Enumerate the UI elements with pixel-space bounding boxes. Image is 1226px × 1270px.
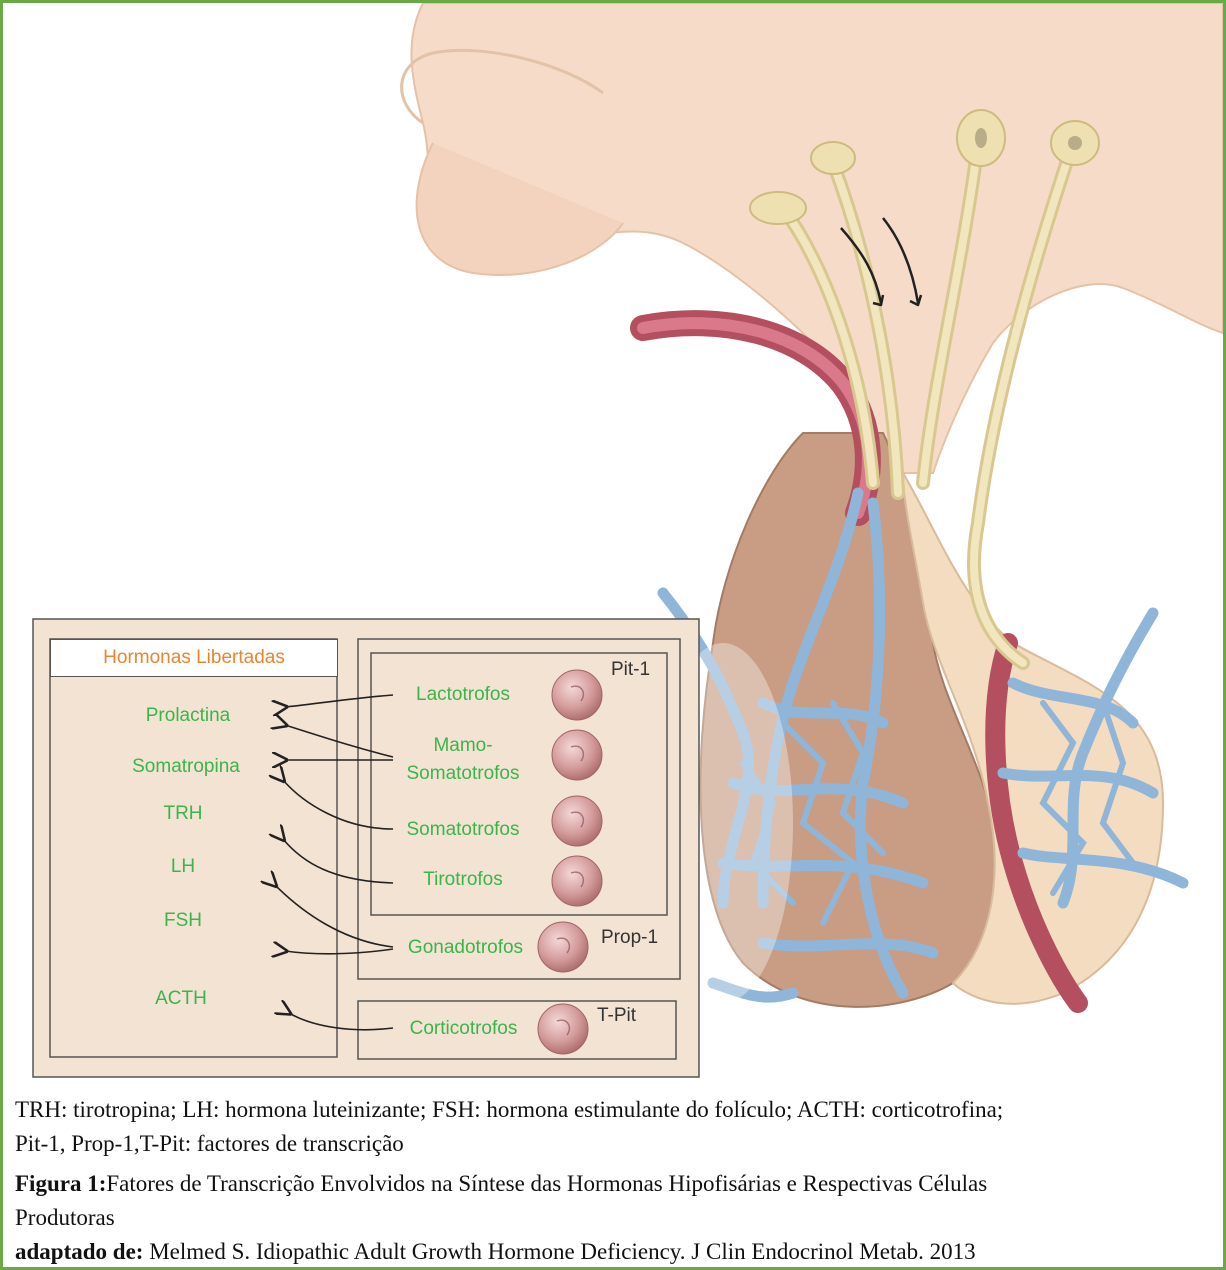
factor-prop1: Prop-1	[601, 927, 658, 949]
factor-pit1: Pit-1	[611, 659, 650, 681]
neuron-soma	[750, 192, 806, 224]
box-title: Hormonas Libertadas	[50, 639, 338, 677]
caption-abbreviations: TRH: tirotropina; LH: hormona luteinizan…	[15, 1097, 1003, 1123]
neuron-nucleus	[1068, 136, 1082, 150]
factor-tpit: T-Pit	[597, 1005, 636, 1027]
cell-gonadotrofos: Gonadotrofos	[393, 937, 538, 959]
cell-lactotrofos: Lactotrofos	[398, 684, 528, 706]
cell-mamo-line1: Mamo-	[398, 735, 528, 757]
hormone-fsh: FSH	[143, 910, 223, 932]
pituitary-illustration	[3, 3, 1223, 1267]
neuron-soma	[811, 142, 855, 174]
figure-label: Figura 1:	[15, 1171, 106, 1196]
hormone-somatropina: Somatropina	[111, 756, 261, 778]
cell-corticotrofos: Corticotrofos	[391, 1018, 536, 1040]
figure-text: Fatores de Transcrição Envolvidos na Sín…	[106, 1171, 987, 1196]
hormone-lh: LH	[143, 856, 223, 878]
cell-somatotrofos: Somatotrofos	[393, 819, 533, 841]
figure-caption: Figura 1:Fatores de Transcrição Envolvid…	[15, 1171, 987, 1197]
source-citation: adaptado de: Melmed S. Idiopathic Adult …	[15, 1239, 976, 1265]
cell-mamo-line2: Somatotrofos	[393, 763, 533, 785]
caption-factors: Pit-1, Prop-1,T-Pit: factores de transcr…	[15, 1131, 404, 1157]
hormone-trh: TRH	[143, 803, 223, 825]
cell-tirotrofos: Tirotrofos	[398, 869, 528, 891]
source-label: adaptado de:	[15, 1239, 143, 1264]
hormone-acth: ACTH	[131, 988, 231, 1010]
source-text: Melmed S. Idiopathic Adult Growth Hormon…	[143, 1239, 975, 1264]
hormone-prolactina: Prolactina	[123, 705, 253, 727]
figure-caption-cont: Produtoras	[15, 1205, 115, 1231]
neuron-nucleus	[975, 128, 987, 148]
